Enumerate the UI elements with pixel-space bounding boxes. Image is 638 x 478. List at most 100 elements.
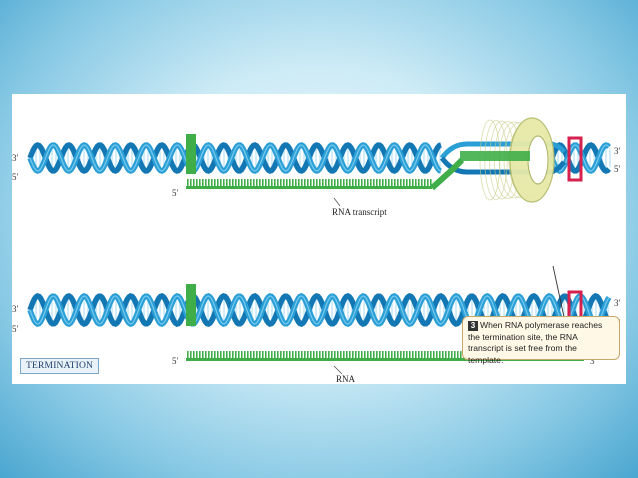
- bottom-rna-base: [346, 351, 348, 358]
- top-rna-base: [361, 179, 363, 186]
- top-rna-base: [283, 179, 285, 186]
- bottom-rna-base: [358, 351, 360, 358]
- bottom-rna-base: [424, 351, 426, 358]
- bottom-rna-base: [457, 351, 459, 358]
- top-rna-base: [292, 179, 294, 186]
- rna-polymerase: [460, 117, 555, 203]
- bottom-rna-base: [310, 351, 312, 358]
- top-rna-base: [190, 179, 192, 186]
- top-rna-base: [187, 179, 189, 186]
- bottom-rna-base: [217, 351, 219, 358]
- top-row: 3′ 5′ 3′ 5′ 5′ RNA transcript: [12, 117, 621, 217]
- bottom-rna-base: [292, 351, 294, 358]
- top-rna-base: [373, 179, 375, 186]
- bottom-rna-base: [295, 351, 297, 358]
- bottom-rna-base: [421, 351, 423, 358]
- top-rna-base: [313, 179, 315, 186]
- bottom-rna-base: [337, 351, 339, 358]
- top-rna-base: [262, 179, 264, 186]
- bottom-rna-base: [205, 351, 207, 358]
- top-rna-base: [223, 179, 225, 186]
- top-rna-transcript: [186, 157, 465, 191]
- top-rna-base: [334, 179, 336, 186]
- top-rna-base: [400, 179, 402, 186]
- bottom-rna-base: [256, 351, 258, 358]
- top-rna-base: [340, 179, 342, 186]
- top-rna-base: [202, 179, 204, 186]
- bottom-helix-strand-back: [27, 293, 612, 327]
- top-rna-base: [418, 179, 420, 186]
- top-promoter-marker: [186, 134, 196, 174]
- top-rna-base: [244, 179, 246, 186]
- bottom-rna-base: [328, 351, 330, 358]
- top-rna-label: RNA transcript: [332, 207, 387, 217]
- bottom-rna-base: [433, 351, 435, 358]
- top-dna-upper-end-label: 3′: [12, 153, 19, 163]
- bottom-rna-base: [448, 351, 450, 358]
- top-rna-base: [250, 179, 252, 186]
- top-rna-base: [367, 179, 369, 186]
- top-rna-base: [316, 179, 318, 186]
- bottom-rna-base: [250, 351, 252, 358]
- bottom-rna-base: [406, 351, 408, 358]
- bottom-rna-base: [277, 351, 279, 358]
- bottom-rna-base: [412, 351, 414, 358]
- bottom-rna-base: [235, 351, 237, 358]
- bottom-rna-base: [313, 351, 315, 358]
- top-rna-base: [205, 179, 207, 186]
- polymerase-channel: [527, 135, 549, 185]
- bottom-rna-base: [268, 351, 270, 358]
- top-rna-base: [271, 179, 273, 186]
- top-rna-base: [388, 179, 390, 186]
- bottom-dna-upper-end-label-right: 3′: [614, 298, 621, 308]
- top-rna-base: [238, 179, 240, 186]
- top-rna-base: [370, 179, 372, 186]
- top-rna-base: [217, 179, 219, 186]
- bottom-dna-lower-end-label: 5′: [12, 324, 19, 334]
- bottom-rna-base: [388, 351, 390, 358]
- bottom-rna-base: [391, 351, 393, 358]
- top-rna-base: [409, 179, 411, 186]
- bottom-rna-base: [223, 351, 225, 358]
- top-rna-base: [379, 179, 381, 186]
- top-rna-base: [424, 179, 426, 186]
- top-rna-label-leader: [333, 197, 341, 207]
- bottom-rna-base: [262, 351, 264, 358]
- top-rna-base: [199, 179, 201, 186]
- top-rna-base: [259, 179, 261, 186]
- top-rna-start-label: 5′: [172, 188, 179, 198]
- top-rna-base: [301, 179, 303, 186]
- bottom-rna-base: [367, 351, 369, 358]
- bottom-rna-label: RNA: [336, 374, 356, 384]
- bottom-rna-base: [430, 351, 432, 358]
- bottom-rna-base: [403, 351, 405, 358]
- bottom-rna-base: [202, 351, 204, 358]
- bottom-rna-base: [460, 351, 462, 358]
- top-rna-base: [322, 179, 324, 186]
- bottom-rna-base: [325, 351, 327, 358]
- bottom-rna-base: [361, 351, 363, 358]
- bottom-rna-base: [304, 351, 306, 358]
- top-rna-base: [226, 179, 228, 186]
- top-rna-base: [427, 179, 429, 186]
- bottom-rna-base: [364, 351, 366, 358]
- transcription-termination-diagram: 3′ 5′ 3′ 5′ 5′ RNA transcript 3′ 5′ 3′ 5…: [12, 117, 621, 384]
- bottom-rna-base: [340, 351, 342, 358]
- bottom-rna-base: [220, 351, 222, 358]
- bottom-rna-base: [196, 351, 198, 358]
- top-rna-base: [307, 179, 309, 186]
- bottom-rna-base: [226, 351, 228, 358]
- top-rna-base: [415, 179, 417, 186]
- top-rna-base: [319, 179, 321, 186]
- bottom-rna-base: [382, 351, 384, 358]
- top-rna-base: [325, 179, 327, 186]
- bottom-rna-base: [214, 351, 216, 358]
- top-rna-base: [412, 179, 414, 186]
- bottom-promoter-marker: [186, 284, 196, 326]
- top-rna-base: [337, 179, 339, 186]
- bottom-rna-base: [271, 351, 273, 358]
- top-rna-base: [349, 179, 351, 186]
- top-rna-base: [352, 179, 354, 186]
- top-rna-base: [220, 179, 222, 186]
